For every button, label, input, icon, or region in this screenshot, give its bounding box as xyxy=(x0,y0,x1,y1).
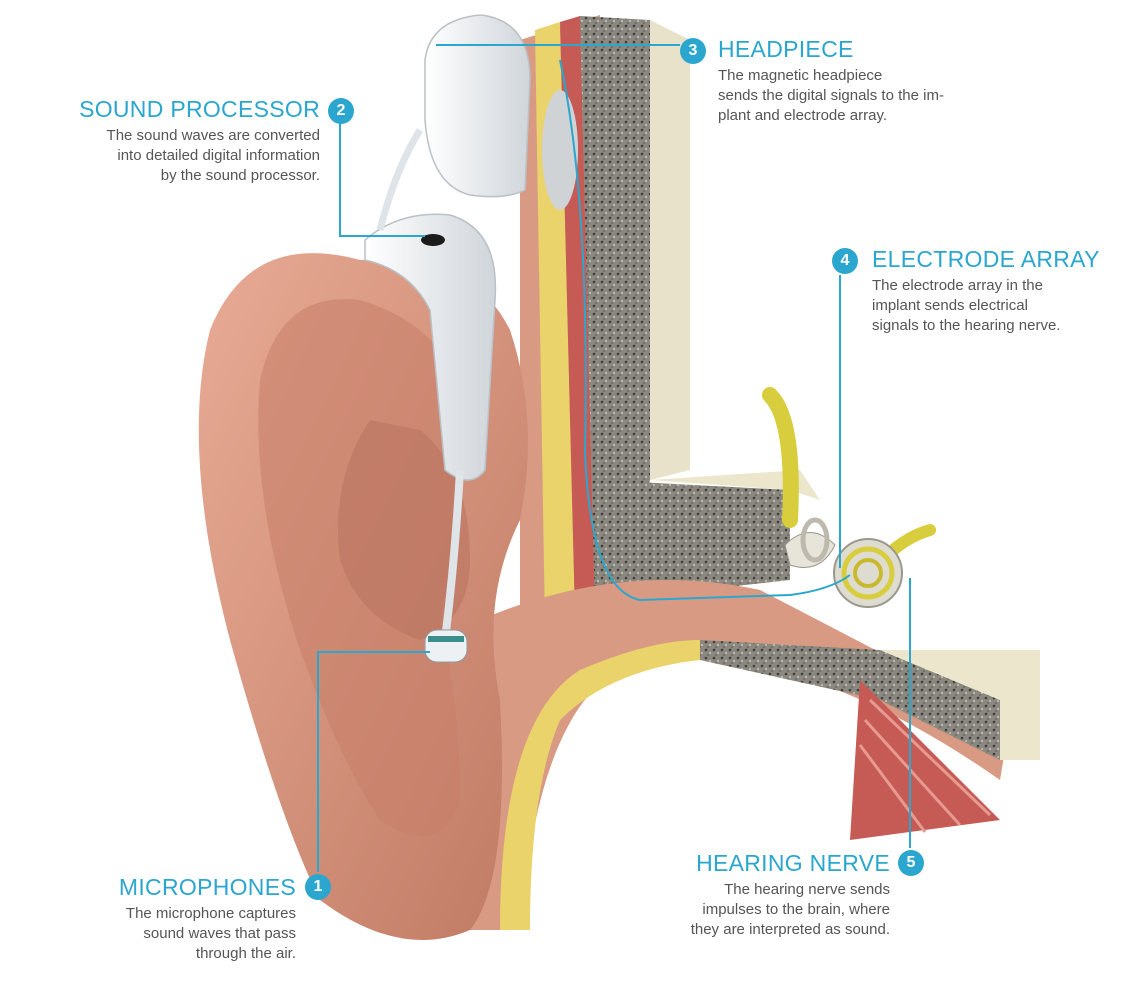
electrode-array-title: ELECTRODE ARRAY xyxy=(872,246,1144,272)
headpiece-title: HEADPIECE xyxy=(718,36,1058,62)
callout-electrode-array: ELECTRODE ARRAY The electrode array in t… xyxy=(872,246,1144,336)
sound-processor-title: SOUND PROCESSOR xyxy=(0,96,320,122)
badge-4: 4 xyxy=(832,248,858,274)
badge-1: 1 xyxy=(305,874,331,900)
callout-sound-processor: SOUND PROCESSOR The sound waves are conv… xyxy=(0,96,320,186)
headpiece-description: The magnetic headpiece sends the digital… xyxy=(718,66,1058,126)
callout-hearing-nerve: HEARING NERVE The hearing nerve sends im… xyxy=(600,850,890,940)
hearing-nerve-description: The hearing nerve sends impulses to the … xyxy=(600,880,890,940)
badge-3: 3 xyxy=(680,38,706,64)
hearing-nerve-title: HEARING NERVE xyxy=(600,850,890,876)
sound-processor-description: The sound waves are converted into detai… xyxy=(0,126,320,186)
callout-microphones: MICROPHONES The microphone captures soun… xyxy=(0,874,296,964)
badge-2: 2 xyxy=(328,98,354,124)
electrode-array-description: The electrode array in the implant sends… xyxy=(872,276,1144,336)
callout-headpiece: HEADPIECE The magnetic headpiece sends t… xyxy=(718,36,1058,126)
microphones-title: MICROPHONES xyxy=(0,874,296,900)
microphones-description: The microphone captures sound waves that… xyxy=(0,904,296,964)
badge-5: 5 xyxy=(898,850,924,876)
